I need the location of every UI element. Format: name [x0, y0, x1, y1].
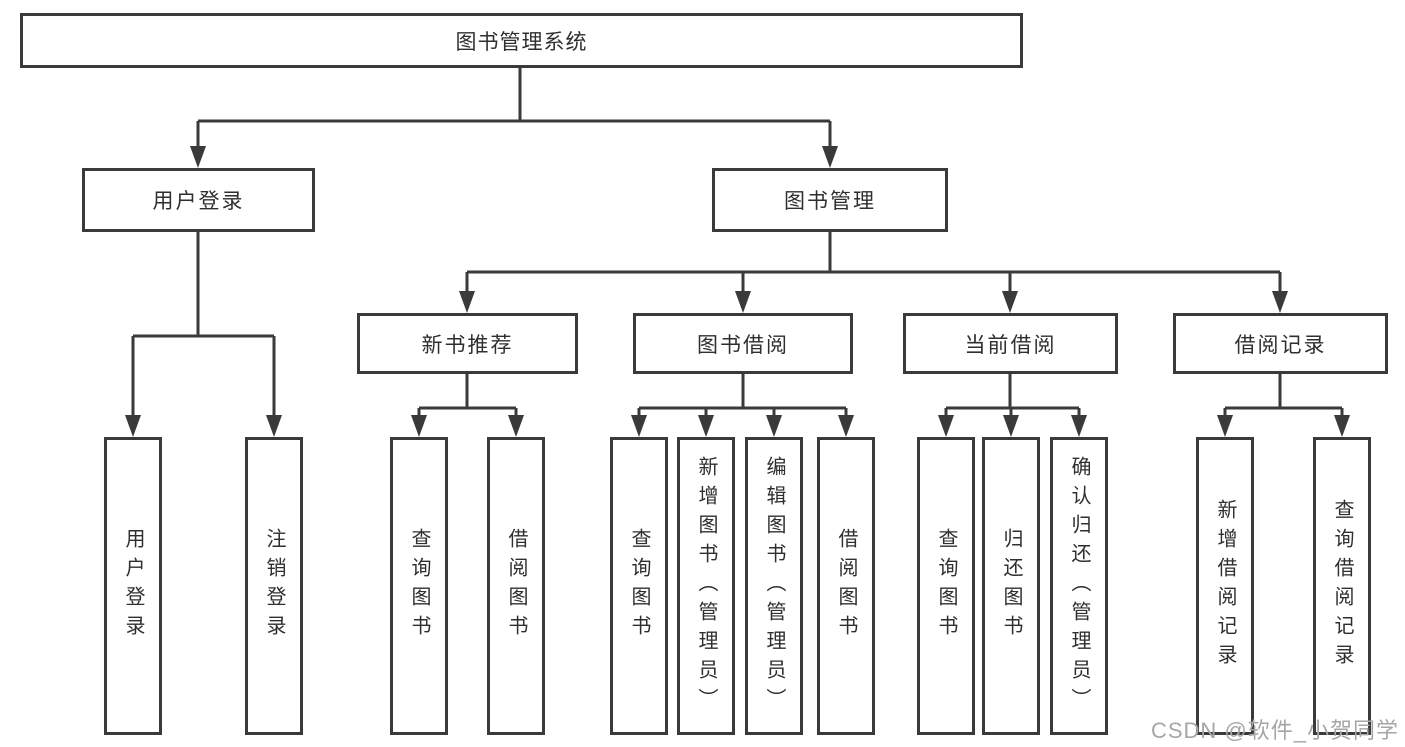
arrow-down-icon — [838, 415, 854, 437]
node-leaf-bb-add-books-label: 新增图书（管理员） — [695, 455, 717, 717]
node-new-book-recommend: 新书推荐 — [357, 313, 578, 374]
node-leaf-cb-confirm-return-label: 确认归还（管理员） — [1068, 455, 1090, 717]
node-book-borrowing: 图书借阅 — [633, 313, 853, 374]
watermark: CSDN @软件_小贺同学 — [1150, 718, 1399, 743]
node-leaf-br-add-record: 新增借阅记录 — [1196, 437, 1254, 735]
node-leaf-nbr-query-books: 查询图书 — [390, 437, 448, 735]
arrow-down-icon — [1071, 415, 1087, 437]
connector-user-login-to-children — [125, 232, 282, 437]
node-leaf-bb-edit-books-label: 编辑图书（管理员） — [763, 455, 785, 717]
node-leaf-cb-query-books-label: 查询图书 — [935, 528, 957, 644]
connector-root-to-level2 — [190, 68, 838, 168]
node-user-login-label: 用户登录 — [152, 190, 245, 213]
node-leaf-cb-return-books-label: 归还图书 — [1000, 528, 1022, 644]
node-leaf-user-login: 用户登录 — [104, 437, 162, 735]
arrow-down-icon — [508, 415, 524, 437]
node-leaf-cb-confirm-return: 确认归还（管理员） — [1050, 437, 1108, 735]
node-current-borrowing: 当前借阅 — [903, 313, 1118, 374]
node-borrowing-records: 借阅记录 — [1173, 313, 1388, 374]
arrow-down-icon — [735, 291, 751, 313]
node-leaf-user-login-label: 用户登录 — [122, 528, 144, 644]
node-leaf-nbr-query-books-label: 查询图书 — [408, 528, 430, 644]
node-leaf-bb-add-books: 新增图书（管理员） — [677, 437, 735, 735]
arrow-down-icon — [1217, 415, 1233, 437]
arrow-down-icon — [411, 415, 427, 437]
node-user-login: 用户登录 — [82, 168, 315, 232]
connector-new-book-rec-to-children — [411, 374, 524, 437]
connector-borrow-records-to-children — [1217, 374, 1350, 437]
node-leaf-br-query-record-label: 查询借阅记录 — [1331, 499, 1353, 673]
node-book-management: 图书管理 — [712, 168, 948, 232]
node-leaf-br-query-record: 查询借阅记录 — [1313, 437, 1371, 735]
arrow-down-icon — [631, 415, 647, 437]
node-leaf-cb-return-books: 归还图书 — [982, 437, 1040, 735]
node-leaf-nbr-borrow-books-label: 借阅图书 — [505, 528, 527, 644]
node-current-borrowing-label: 当前借阅 — [964, 333, 1057, 357]
arrow-down-icon — [1272, 291, 1288, 313]
node-leaf-bb-borrow-books-label: 借阅图书 — [835, 528, 857, 644]
connector-current-borrow-to-children — [938, 374, 1087, 437]
node-root-label: 图书管理系统 — [455, 30, 588, 54]
node-leaf-logout: 注销登录 — [245, 437, 303, 735]
arrow-down-icon — [266, 415, 282, 437]
arrow-down-icon — [125, 415, 141, 437]
connector-book-borrow-to-children — [631, 374, 854, 437]
node-leaf-bb-borrow-books: 借阅图书 — [817, 437, 875, 735]
node-book-management-label: 图书管理 — [784, 190, 876, 213]
node-leaf-bb-edit-books: 编辑图书（管理员） — [745, 437, 803, 735]
arrow-down-icon — [766, 415, 782, 437]
node-leaf-logout-label: 注销登录 — [263, 528, 285, 644]
node-borrowing-records-label: 借阅记录 — [1234, 333, 1327, 357]
node-new-book-recommend-label: 新书推荐 — [421, 333, 514, 357]
arrow-down-icon — [190, 146, 206, 168]
arrow-down-icon — [1334, 415, 1350, 437]
node-root: 图书管理系统 — [20, 13, 1023, 68]
node-leaf-cb-query-books: 查询图书 — [917, 437, 975, 735]
node-leaf-bb-query-books: 查询图书 — [610, 437, 668, 735]
node-book-borrowing-label: 图书借阅 — [697, 333, 789, 357]
arrow-down-icon — [1002, 291, 1018, 313]
node-leaf-br-add-record-label: 新增借阅记录 — [1214, 499, 1236, 673]
arrow-down-icon — [1003, 415, 1019, 437]
arrow-down-icon — [459, 291, 475, 313]
arrow-down-icon — [938, 415, 954, 437]
arrow-down-icon — [698, 415, 714, 437]
connector-book-mgmt-to-level3 — [459, 232, 1288, 313]
node-leaf-nbr-borrow-books: 借阅图书 — [487, 437, 545, 735]
node-leaf-bb-query-books-label: 查询图书 — [628, 528, 650, 644]
arrow-down-icon — [822, 146, 838, 168]
